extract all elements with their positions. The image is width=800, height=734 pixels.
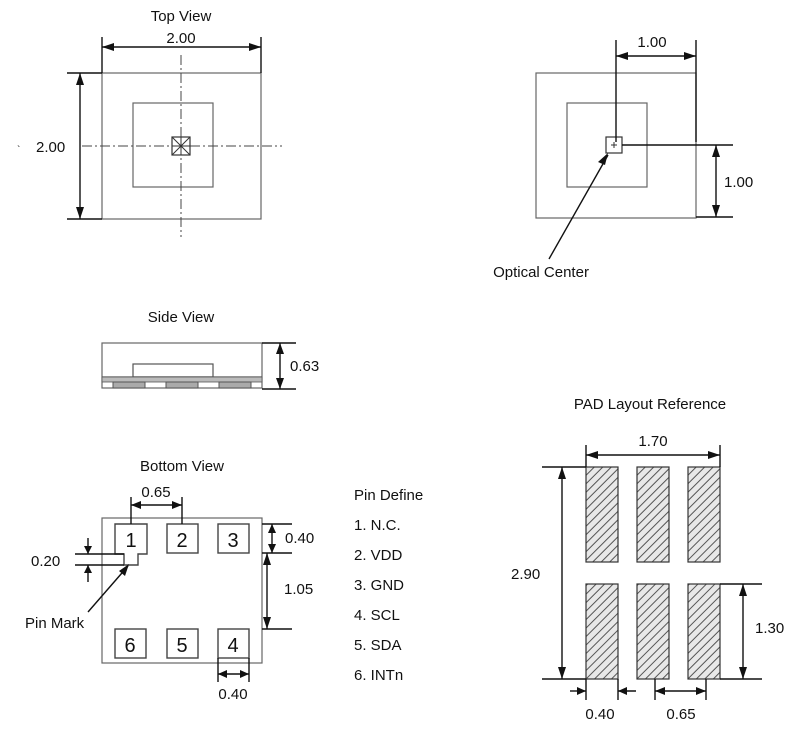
side-view-pad	[218, 381, 252, 389]
layout-pad	[687, 466, 721, 563]
layout-pad	[687, 583, 721, 680]
top-view-height-label: 2.00	[36, 139, 65, 156]
pad-layout-pitch-label: 0.65	[666, 706, 695, 723]
pin-define-item: 4. SCL	[354, 607, 400, 624]
optical-center-view: 1.00 1.00 Optical Center	[493, 34, 753, 281]
optical-center-leader	[548, 154, 609, 260]
pin-mark-label: Pin Mark	[25, 615, 85, 632]
pin-define-title: Pin Define	[354, 487, 423, 504]
top-view: Top View 2.00 2.00 `	[17, 8, 282, 237]
pin-define-item: 1. N.C.	[354, 517, 401, 534]
bottom-pin-label: 5	[176, 635, 187, 657]
pad-layout-width-label: 1.70	[638, 433, 667, 450]
top-view-title: Top View	[151, 8, 212, 25]
optical-offset-x-label: 1.00	[637, 34, 666, 51]
bottom-pin-2	[166, 523, 199, 554]
side-view-window	[132, 363, 214, 378]
optical-center-label: Optical Center	[493, 264, 589, 281]
optical-sensor-icon	[171, 136, 191, 156]
bottom-pin-label: 6	[124, 635, 135, 657]
stray-mark: `	[17, 144, 20, 156]
pad-layout-pad-height-label: 1.30	[755, 620, 784, 637]
bottom-pin-label: 1	[125, 530, 136, 552]
bottom-pad-height-label: 0.40	[285, 530, 314, 547]
side-view-pad	[165, 381, 199, 389]
bottom-pin-label: 4	[227, 635, 238, 657]
side-view: Side View 0.63	[101, 309, 319, 390]
optical-offset-y-label: 1.00	[724, 174, 753, 191]
bottom-pin-5	[166, 628, 199, 659]
bottom-pin-label: 3	[227, 530, 238, 552]
pin-define-item: 2. VDD	[354, 547, 403, 564]
bottom-pin-label: 2	[176, 530, 187, 552]
pin-mark-leader	[87, 565, 129, 613]
notch-label: 0.20	[31, 553, 60, 570]
pin-define-item: 3. GND	[354, 577, 404, 594]
pad-layout-height-label: 2.90	[511, 566, 540, 583]
layout-pad	[585, 583, 619, 680]
bottom-pin-6	[114, 628, 147, 659]
pad-layout-pad-width-label: 0.40	[585, 706, 614, 723]
pin-define-item: 6. INTn	[354, 667, 403, 684]
bottom-pin-3	[217, 523, 250, 554]
layout-pad	[636, 583, 670, 680]
pin-define: Pin Define 1. N.C. 2. VDD 3. GND 4. SCL …	[354, 487, 423, 684]
top-view-width-label: 2.00	[166, 30, 195, 47]
bottom-pin-4	[217, 628, 250, 659]
pin-define-item: 5. SDA	[354, 637, 402, 654]
layout-pad	[636, 466, 670, 563]
bottom-view: Bottom View 1 2 3 6 5 4 0.65 0.40 1.	[25, 458, 314, 703]
pad-layout-title: PAD Layout Reference	[574, 396, 726, 413]
side-view-height-label: 0.63	[290, 358, 319, 375]
bottom-view-title: Bottom View	[140, 458, 224, 475]
side-view-pad	[112, 381, 146, 389]
bottom-pad-width-label: 0.40	[218, 686, 247, 703]
side-view-title: Side View	[148, 309, 215, 326]
bottom-pitch-label: 0.65	[141, 484, 170, 501]
side-view-substrate	[101, 376, 263, 383]
bottom-row-span-label: 1.05	[284, 581, 313, 598]
pad-layout: PAD Layout Reference 1.70 2.90 1.30	[511, 396, 784, 723]
layout-pad	[585, 466, 619, 563]
